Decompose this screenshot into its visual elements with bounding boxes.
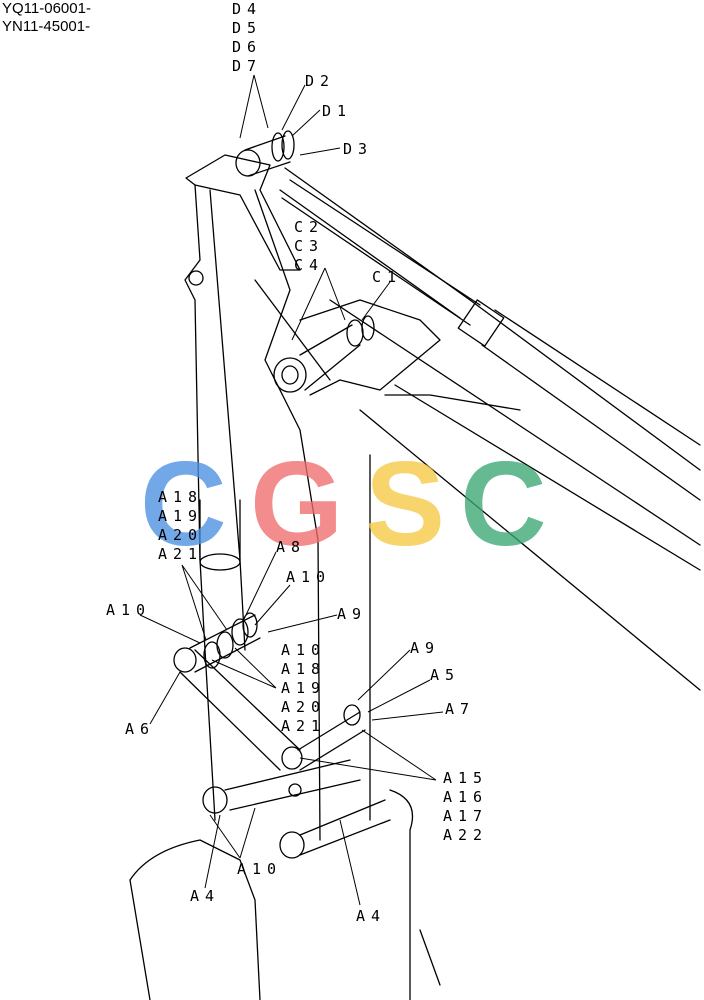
label-a6: A6 [125,720,156,738]
label-a9-right: A9 [410,639,441,657]
bucket-cylinder-left [199,499,241,561]
label-d5: D5 [232,19,263,37]
arm-right-edge [254,189,321,841]
arm-hole [188,270,204,286]
boom-slant [384,394,521,411]
label-a4-right: A4 [356,907,387,925]
pin-c-body [299,324,361,391]
bucket-outline [129,839,261,1000]
bucket-right-2 [419,929,441,986]
label-a10-mid: A10 [281,641,327,659]
serial-number-2: YN11-45001- [2,18,91,35]
cylinder-body-bottom [481,344,701,501]
serial-number-1: YQ11-06001- [2,0,91,17]
label-a4-left: A4 [190,887,221,905]
label-d4: D4 [232,0,263,18]
pin-a6-end [173,647,197,673]
label-a10-left: A10 [106,601,152,619]
label-a16: A16 [443,788,489,806]
label-a19-upper: A19 [158,507,204,525]
cylinder-body-top [494,309,701,446]
boom-bottom-line [359,409,701,691]
pin-a-ring-4 [242,612,258,638]
label-c4: C4 [294,256,325,274]
label-a9-upper: A9 [337,605,368,623]
boom-lower-edge [329,299,701,546]
boom-underside [394,384,701,571]
label-a21-upper: A21 [158,545,204,563]
arm-mid-line [254,279,331,381]
pin-a-lower-end [281,746,303,770]
watermark: C G S C [140,440,547,560]
label-a5: A5 [430,666,461,684]
pin-d-body [244,135,291,177]
label-d1: D1 [322,102,353,120]
pin-a-ring-2 [216,631,234,659]
cylinder-rod-top [289,179,481,306]
label-a10-bottom: A10 [237,860,283,878]
label-c2: C2 [294,218,325,236]
cylinder-head [457,299,505,347]
cylinder-rod-bottom [281,197,471,326]
label-a10-upper: A10 [286,568,332,586]
arm-left-inner [209,189,246,651]
boom-bracket [299,299,441,396]
pin-c-inner [281,365,299,385]
bucket-right [389,789,414,1000]
pin-d-end [235,149,261,177]
watermark-letter-3: S [365,440,445,560]
bottom-link [224,759,361,811]
label-a8: A8 [276,538,307,556]
label-c3: C3 [294,237,325,255]
label-a7: A7 [445,700,476,718]
label-d3: D3 [343,140,374,158]
arm-top-bracket [185,154,301,271]
watermark-letter-2: G [250,440,343,560]
pin-a-upper [189,614,261,673]
label-a15: A15 [443,769,489,787]
label-a18-upper: A18 [158,488,204,506]
label-d2: D2 [305,72,336,90]
label-a20-upper: A20 [158,526,204,544]
label-d7: D7 [232,57,263,75]
pin-a-lower-body [297,711,366,771]
label-a21-mid: A21 [281,717,327,735]
pin-a-ring-3 [231,618,249,646]
bucket-cylinder-end [199,553,241,571]
pin-a4-left [202,786,228,814]
pin-a4-bar [299,799,391,856]
watermark-letter-4: C [460,440,547,560]
pin-a4-right [279,831,305,859]
label-a19-mid: A19 [281,679,327,697]
boom-upper-line [279,189,461,319]
pin-d-ring-2 [281,130,295,160]
label-a22: A22 [443,826,489,844]
label-d6: D6 [232,38,263,56]
label-c1: C1 [372,268,403,286]
pin-c-ring-2 [361,315,375,341]
link-a-body [179,649,301,771]
label-a20-mid: A20 [281,698,327,716]
label-a18-mid: A18 [281,660,327,678]
watermark-letter-1: C [140,440,227,560]
bottom-hole [288,783,302,797]
pin-a-lower-ring [343,704,361,726]
pin-d-ring-1 [271,132,285,162]
boom-top-edge [284,167,701,471]
bucket-left [129,879,151,1000]
label-a17: A17 [443,807,489,825]
pin-c-ring [346,319,364,347]
pin-c-end [273,357,307,393]
